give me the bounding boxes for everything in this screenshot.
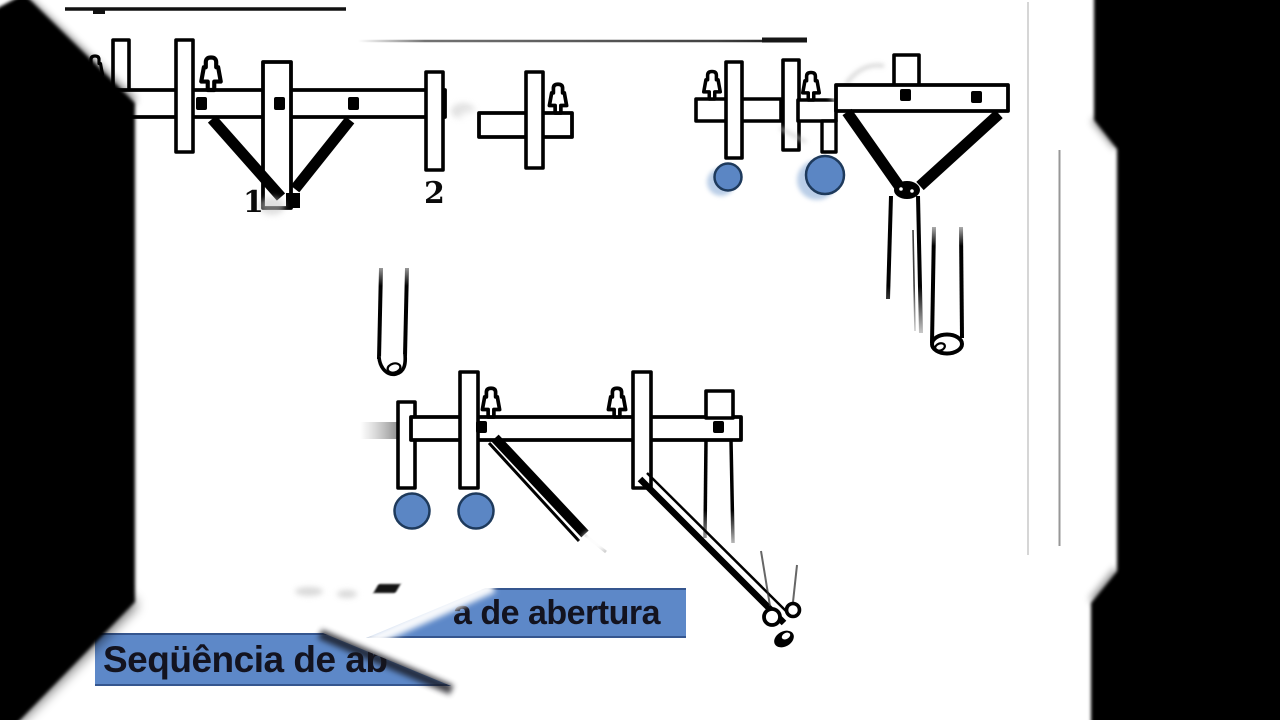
drop-post [820, 119, 838, 154]
structure-closed-top-left: 1 2 [85, 38, 574, 220]
clevis-hole [781, 632, 791, 640]
loose-pole-edge [930, 226, 936, 344]
smudge [844, 63, 885, 86]
marker-circle [804, 154, 846, 196]
transition-artifact-lines [65, 2, 1061, 555]
wisp-line [792, 564, 798, 603]
open-brace [491, 434, 589, 538]
smudge [779, 126, 807, 144]
pole-edge [886, 195, 893, 300]
pole-top [704, 389, 735, 420]
left-wedge-soft-edge [21, 0, 137, 105]
marker-circle [713, 162, 743, 192]
v-brace-left [207, 115, 286, 201]
side-post [424, 70, 445, 172]
bolt [274, 97, 285, 110]
fade [694, 510, 742, 556]
left-wedge-soft-edge [5, 595, 138, 720]
fade [878, 286, 928, 346]
ghost-smudge [295, 587, 323, 596]
eye-fitting [784, 601, 802, 619]
hanging-brace [637, 476, 787, 626]
right-black-panel [1091, 0, 1280, 720]
pole-butt [930, 332, 964, 356]
left-black-wedge [0, 0, 135, 720]
position-label-1: 1 [243, 185, 264, 220]
right-panel-soft-edge [1089, 568, 1120, 603]
side-post [174, 38, 195, 154]
bolt [348, 97, 359, 110]
bolt [971, 91, 982, 103]
bolt-highlight [899, 187, 903, 191]
fade [922, 218, 972, 246]
structure-open-bottom-middle [360, 256, 802, 648]
v-brace-left [842, 108, 904, 190]
structure-partially-open-top-right [694, 53, 1010, 356]
side-post [724, 60, 744, 160]
open-brace-line [487, 441, 581, 543]
crossarm [409, 415, 743, 442]
eye-fitting [762, 607, 782, 627]
pole-butt-hole [386, 362, 402, 374]
pole-butt-hole [934, 342, 946, 352]
fade [369, 256, 415, 286]
marker-circle [393, 492, 431, 530]
bolt-highlight [910, 189, 914, 193]
side-post [524, 70, 545, 170]
v-brace-right [916, 109, 1003, 191]
bolt-cluster [894, 181, 920, 199]
wisp-line [760, 550, 771, 607]
marker-circle [457, 492, 495, 530]
side-post [631, 370, 653, 490]
erase-smudge [582, 531, 610, 551]
bolt [713, 421, 724, 433]
position-label-2: 2 [424, 176, 445, 211]
ghost-smudge [337, 590, 357, 598]
pole-bolt-plate [286, 193, 300, 208]
smudge [259, 197, 285, 215]
right-panel-soft-edge [1091, 117, 1120, 149]
bolt [476, 421, 487, 433]
bolt [900, 89, 911, 101]
v-brace-right [290, 116, 355, 193]
title-text-old: a de abertura [452, 593, 661, 632]
bolt [196, 97, 207, 110]
